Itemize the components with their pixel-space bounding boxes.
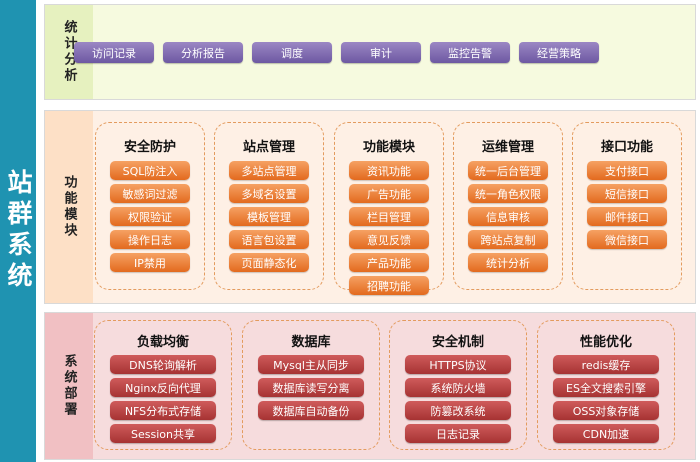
function-group-title: 运维管理 (481, 140, 534, 155)
function-item: 模板管理 (229, 207, 309, 226)
system-item: redis缓存 (553, 355, 659, 374)
system-item: Nginx反向代理 (110, 378, 216, 397)
system-group: 安全机制 HTTPS协议系统防火墙防篡改系统日志记录 (389, 320, 527, 450)
function-item: 产品功能 (349, 253, 429, 272)
stats-label-box: 统计分析 (45, 5, 93, 99)
system-group-items: Mysql主从同步数据库读写分离数据库自动备份 (243, 355, 379, 424)
system-group-items: DNS轮询解析 Nginx反向代理 NFS分布式存储 Session共享 (95, 355, 231, 447)
stats-item: 分析报告 (163, 42, 243, 63)
function-item: 页面静态化 (229, 253, 309, 272)
function-item: 广告功能 (349, 184, 429, 203)
function-item: 统一角色权限 (468, 184, 548, 203)
function-group-title: 安全防护 (123, 140, 176, 155)
function-item: 资讯功能 (349, 161, 429, 180)
system-item: 数据库自动备份 (258, 401, 364, 420)
function-group-title: 接口功能 (600, 140, 653, 155)
system-item: OSS对象存储 (553, 401, 659, 420)
function-item: 微信接口 (587, 230, 667, 249)
function-item: SQL防注入 (110, 161, 190, 180)
function-group-items: 统一后台管理统一角色权限信息审核跨站点复制统计分析 (454, 161, 562, 276)
function-item: 多域名设置 (229, 184, 309, 203)
function-item: 短信接口 (587, 184, 667, 203)
system-item: CDN加速 (553, 424, 659, 443)
function-item: 多站点管理 (229, 161, 309, 180)
function-group-items: 资讯功能广告功能栏目管理意见反馈产品功能招聘功能 (335, 161, 443, 299)
system-group-items: HTTPS协议系统防火墙防篡改系统日志记录 (390, 355, 526, 447)
system-group-title: 负载均衡 (136, 335, 189, 350)
system-item: Session共享 (110, 424, 216, 443)
stats-item: 调度 (252, 42, 332, 63)
functions-label-box: 功能模块 (45, 111, 93, 303)
function-item: 跨站点复制 (468, 230, 548, 249)
function-item: 意见反馈 (349, 230, 429, 249)
system-item: 日志记录 (405, 424, 511, 443)
function-item: 信息审核 (468, 207, 548, 226)
function-group: 站点管理多站点管理多域名设置模板管理语言包设置页面静态化 (214, 122, 324, 290)
function-item: 栏目管理 (349, 207, 429, 226)
function-item: 招聘功能 (349, 276, 429, 295)
function-item: 统一后台管理 (468, 161, 548, 180)
system-label-box: 系统部署 (45, 313, 93, 459)
system-group-title: 性能优化 (579, 335, 632, 350)
function-group-title: 功能模块 (362, 140, 415, 155)
system-group-items: redis缓存 ES全文搜索引擎 OSS对象存储 CDN加速 (538, 355, 674, 447)
function-group-items: SQL防注入敏感词过滤权限验证操作日志 IP禁用 (96, 161, 204, 276)
system-group: 数据库 Mysql主从同步数据库读写分离数据库自动备份 (242, 320, 380, 450)
system-item: ES全文搜索引擎 (553, 378, 659, 397)
system-item: DNS轮询解析 (110, 355, 216, 374)
function-group-title: 站点管理 (242, 140, 295, 155)
function-group: 接口功能支付接口短信接口邮件接口微信接口 (572, 122, 682, 290)
system-item: HTTPS协议 (405, 355, 511, 374)
system-item: 系统防火墙 (405, 378, 511, 397)
function-item: 统计分析 (468, 253, 548, 272)
stats-item: 审计 (341, 42, 421, 63)
function-item: 敏感词过滤 (110, 184, 190, 203)
system-item: Mysql主从同步 (258, 355, 364, 374)
stats-label: 统计分析 (61, 20, 77, 84)
system-item: NFS分布式存储 (110, 401, 216, 420)
function-group: 功能模块资讯功能广告功能栏目管理意见反馈产品功能招聘功能 (334, 122, 444, 295)
system-group-title: 数据库 (291, 335, 331, 350)
function-item: 语言包设置 (229, 230, 309, 249)
function-item: 权限验证 (110, 207, 190, 226)
function-item: 邮件接口 (587, 207, 667, 226)
main-title: 站群系统 (4, 169, 33, 293)
stats-item: 监控告警 (430, 42, 510, 63)
stats-item: 经营策略 (519, 42, 599, 63)
system-item: 数据库读写分离 (258, 378, 364, 397)
system-label: 系统部署 (61, 354, 77, 418)
system-item: 防篡改系统 (405, 401, 511, 420)
function-item: 支付接口 (587, 161, 667, 180)
function-group-items: 多站点管理多域名设置模板管理语言包设置页面静态化 (215, 161, 323, 276)
system-group: 负载均衡 DNS轮询解析 Nginx反向代理 NFS分布式存储 Session共享 (94, 320, 232, 450)
main-title-bar: 站群系统 (0, 0, 36, 462)
system-group: 性能优化 redis缓存 ES全文搜索引擎 OSS对象存储 CDN加速 (537, 320, 675, 450)
functions-label: 功能模块 (61, 175, 77, 239)
stats-item: 访问记录 (74, 42, 154, 63)
function-item: IP禁用 (110, 253, 190, 272)
stats-items: 访问记录分析报告调度审计监控告警经营策略 (74, 42, 599, 63)
function-group: 运维管理统一后台管理统一角色权限信息审核跨站点复制统计分析 (453, 122, 563, 290)
function-item: 操作日志 (110, 230, 190, 249)
function-group: 安全防护 SQL防注入敏感词过滤权限验证操作日志 IP禁用 (95, 122, 205, 290)
system-group-title: 安全机制 (431, 335, 484, 350)
function-group-items: 支付接口短信接口邮件接口微信接口 (573, 161, 681, 253)
